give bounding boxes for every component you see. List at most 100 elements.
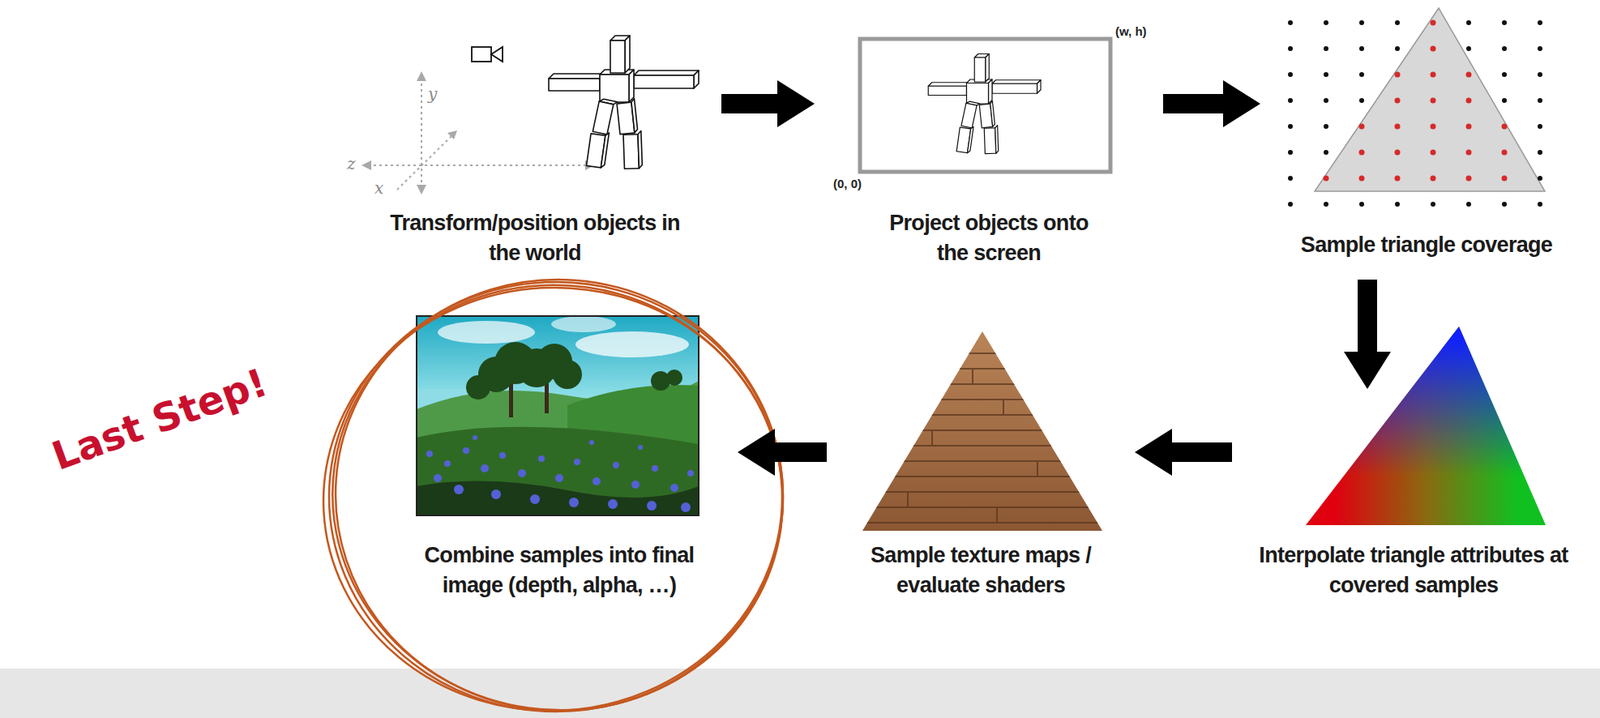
sample-grid-part [1287,201,1293,207]
interpolated-triangle-part [1305,326,1546,526]
rendered-image-part-part [416,380,699,516]
rendered-image-part-part-part [573,458,581,466]
textured-triangle-part-part [851,444,1111,447]
pipeline-stage: Transform/position objects in the world [348,16,722,268]
screen-frame [859,38,1111,172]
block-arrow [1343,279,1391,390]
sample-grid-part [1323,124,1329,129]
sample-grid-part [1501,98,1507,103]
covered-samples-part [1430,72,1437,78]
textured-triangle-part-part [1036,461,1039,477]
covered-samples-part [1394,72,1401,78]
covered-samples-part [1394,175,1401,182]
rendered-image-part-part-part [589,440,595,445]
pipeline-stage: Sample triangle coverage [1260,8,1593,280]
sample-grid-part [1430,201,1436,207]
rendered-image-part-part [551,316,617,333]
textured-triangle-part-part [1002,399,1005,415]
rendered-image-part-part-part [491,489,501,500]
rendered-image-part-part-part [517,469,527,478]
sample-grid-part [1394,46,1400,52]
covered-samples-part [1466,124,1472,130]
stage-caption: Interpolate triangle attributes at cover… [1251,540,1576,600]
highlight-circle-part [312,276,794,718]
covered-samples-part [1501,175,1508,182]
axis-label: z [346,154,356,174]
rendered-image-part [416,316,699,516]
textured-triangle-part-part [851,352,1111,355]
rendered-image-part-part [416,427,699,516]
sample-grid-part [1466,20,1472,26]
sample-grid-part [1359,98,1365,103]
rendered-image-part-part-part [444,460,451,467]
rendered-image-part-part-part [680,502,691,513]
highlight-circle [304,256,811,718]
stage-caption: Sample texture maps / evaluate shaders [859,540,1103,600]
rendered-image-part-part [466,342,683,418]
covered-samples-part [1466,175,1472,182]
sample-grid-part [1501,46,1507,52]
textured-triangle-part [851,353,1111,523]
coverage-triangle [1314,8,1545,192]
textured-triangle-part-part [931,430,933,446]
stage-caption: Transform/position objects in the world [379,208,692,268]
sample-grid-part [1359,72,1365,78]
pipeline-stage: Combine samples into final image (depth,… [380,308,738,600]
camera-icon-part [491,47,503,62]
rendered-image-part-part-part [631,480,640,489]
sample-grid-part [1537,20,1543,26]
textured-triangle-part-part [996,507,998,523]
rendered-image-part-part [416,481,699,516]
rendered-image-part-part-part [462,447,470,454]
textured-triangle-part-part [851,398,1111,401]
block-arrow [737,428,827,476]
covered-samples-part [1501,124,1508,130]
covered-samples-part [1323,175,1330,182]
axis-arrowheads-part [416,184,427,195]
stage-caption: Sample triangle coverage [1300,230,1553,260]
sample-grid-part [1501,72,1507,78]
sample-grid-part [1394,201,1400,207]
sample-grid-part [1537,201,1543,207]
sample-grid-part [1537,46,1543,52]
rendered-image-part-part-part [426,450,433,458]
rendered-image-part-part-part [568,497,579,508]
textured-triangle-part-part [851,506,1111,509]
camera-icon-part [471,47,492,62]
rendered-image [416,316,699,516]
axis-label: x [374,178,384,198]
stage-caption: Combine samples into final image (depth,… [413,540,706,600]
coordinate-label: (0, 0) [833,176,862,191]
covered-samples-part [1430,46,1437,52]
textured-triangle [851,331,1111,531]
rendered-image-part-part-part [538,455,545,463]
sample-grid-part [1537,98,1543,103]
coordinate-axes-part [420,77,423,189]
sample-grid-part [1287,46,1293,52]
textured-triangle-part-part [851,367,1111,370]
coordinate-axes [367,77,589,190]
pipeline-stage: Project objects onto the screen [814,16,1164,268]
covered-samples-part [1394,124,1401,130]
sample-grid-part [1287,124,1293,129]
covered-samples-part [1394,149,1401,156]
highlight-circle-part [304,256,811,718]
sample-grid-part [1501,20,1507,26]
textured-triangle-part-part [971,368,974,385]
rendered-image-part-part-part [607,499,618,510]
sample-grid-part [1323,20,1329,26]
rendered-image-part-part-part [637,444,643,450]
block-arrow [721,80,815,128]
sample-grid-part [1287,175,1293,181]
axis-arrowheads-part [361,160,372,171]
textured-triangle-part-part [851,460,1111,463]
rendered-image-part-part-part [552,359,582,390]
textured-triangle-part-part [906,491,909,508]
rendered-image-part-part-part [687,470,694,477]
textured-triangle-part-part [851,383,1111,386]
sample-grid-part [1287,149,1293,155]
covered-samples-part [1430,149,1437,156]
block-arrow [1163,80,1261,128]
sample-grid-part [1359,20,1365,26]
